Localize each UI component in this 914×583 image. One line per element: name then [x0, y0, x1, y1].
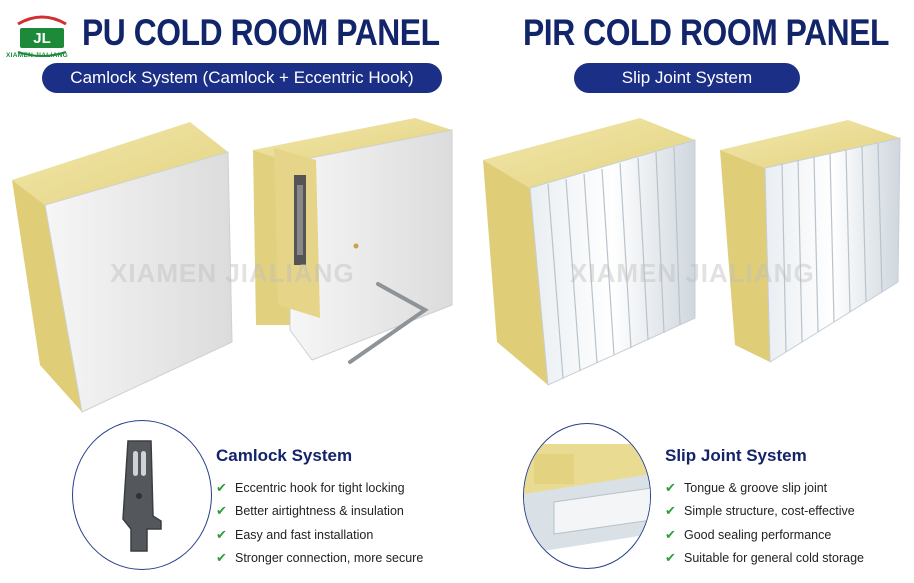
- tongue-groove-icon: [524, 444, 650, 554]
- brand-name: XIAMEN JIALIANG: [6, 52, 68, 59]
- slip-joint-detail: [523, 423, 651, 569]
- camlock-system-badge: Camlock System (Camlock + Eccentric Hook…: [42, 63, 442, 93]
- eccentric-hook-icon: [122, 440, 162, 552]
- pir-panel-ribbed-2: [720, 120, 901, 363]
- list-item: ✔Better airtightness & insulation: [216, 503, 404, 519]
- list-item: ✔Tongue & groove slip joint: [665, 479, 828, 495]
- check-icon: ✔: [665, 526, 676, 542]
- check-icon: ✔: [665, 503, 676, 519]
- check-icon: ✔: [216, 550, 227, 566]
- pu-panel-camlock: [253, 118, 453, 364]
- pu-panel-title: PU COLD ROOM PANEL: [82, 12, 440, 53]
- check-icon: ✔: [216, 479, 227, 495]
- slip-joint-feature-list: Slip Joint System ✔Tongue & groove slip …: [665, 446, 864, 570]
- panel-illustrations: [12, 118, 901, 413]
- check-icon: ✔: [665, 550, 676, 566]
- camlock-hook-detail: [72, 420, 212, 570]
- pir-panel-ribbed-1: [483, 118, 696, 386]
- list-item: ✔Simple structure, cost-effective: [665, 503, 855, 519]
- check-icon: ✔: [216, 503, 227, 519]
- svg-text:JL: JL: [33, 30, 51, 47]
- camlock-heading: Camlock System: [216, 446, 353, 465]
- watermark-right: XIAMEN JIALIANG: [570, 258, 815, 288]
- list-item: ✔Eccentric hook for tight locking: [216, 479, 405, 495]
- check-icon: ✔: [216, 526, 227, 542]
- list-item: ✔Easy and fast installation: [216, 526, 374, 542]
- camlock-feature-list: Camlock System ✔Eccentric hook for tight…: [216, 446, 423, 570]
- list-item: ✔Stronger connection, more secure: [216, 550, 424, 566]
- pir-panel-title: PIR COLD ROOM PANEL: [523, 12, 890, 53]
- list-item: ✔Good sealing performance: [665, 526, 832, 542]
- check-icon: ✔: [665, 479, 676, 495]
- pu-panel-plain: [12, 122, 233, 413]
- watermark-left: XIAMEN JIALIANG: [110, 258, 355, 288]
- slip-joint-heading: Slip Joint System: [665, 446, 807, 465]
- jl-logo-icon: JL: [17, 15, 67, 57]
- slip-joint-badge: Slip Joint System: [574, 63, 800, 93]
- list-item: ✔Suitable for general cold storage: [665, 550, 864, 566]
